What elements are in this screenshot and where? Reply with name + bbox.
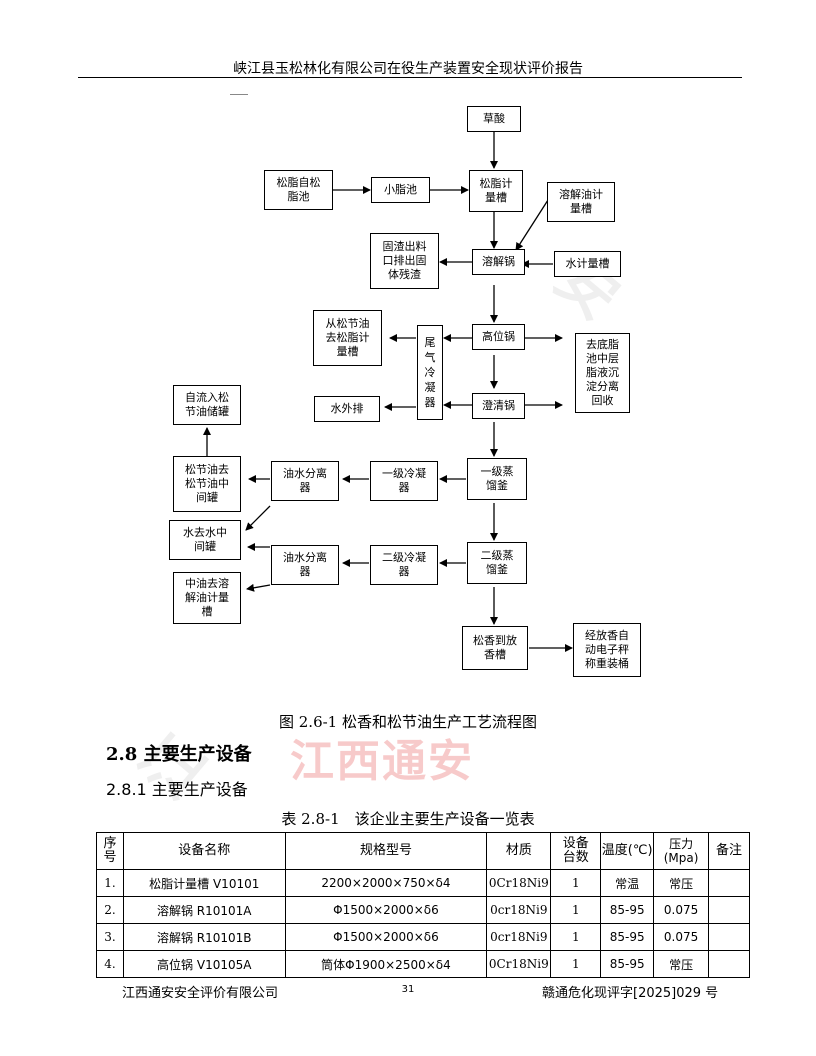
diagonal-watermark-right: 安 — [540, 241, 632, 334]
cell-spec: 2200×2000×750×δ4 — [284, 869, 488, 897]
cell-remarks — [708, 950, 750, 978]
cell-temperature: 常温 — [600, 869, 655, 897]
cell-spec: Φ1500×2000×δ6 — [284, 896, 488, 924]
node-high-pot: 高位锅 — [472, 324, 525, 350]
cell-index: 4. — [96, 950, 124, 978]
node-water-intermediate: 水去水中 间罐 — [169, 520, 241, 560]
cell-index: 2. — [96, 896, 124, 924]
cell-material: 0cr18Ni9 — [486, 896, 552, 924]
footer-page-number: 31 — [401, 984, 415, 995]
cell-material: 0cr18Ni9 — [486, 923, 552, 951]
cell-index: 3. — [96, 923, 124, 951]
cell-name: 溶解锅 R10101A — [122, 896, 286, 924]
cell-name: 高位锅 V10105A — [122, 950, 286, 978]
page-header-title: 峡江县玉松林化有限公司在役生产装置安全现状评价报告 — [233, 61, 583, 77]
node-primary-condenser: 一级冷凝 器 — [370, 461, 438, 501]
node-oxalic-acid: 草酸 — [467, 106, 521, 132]
node-clarifier: 澄清锅 — [472, 393, 525, 419]
node-rosin-tank: 松香到放 香槽 — [462, 626, 528, 670]
header-rule — [78, 77, 742, 78]
footer-company: 江西通安安全评价有限公司 — [122, 986, 279, 1001]
equipment-table: 序 号 设备名称 规格型号 材质 设备 台数 温度(℃) 压力 (Mpa) 备注… — [96, 832, 750, 978]
cell-count: 1 — [550, 950, 602, 978]
cell-remarks — [708, 923, 750, 951]
header-remarks: 备注 — [708, 832, 750, 870]
node-turpentine-intermediate: 松节油去 松节油中 间罐 — [173, 456, 241, 512]
node-solid-residue: 固渣出料 口排出固 体残渣 — [370, 233, 439, 289]
table-header-row: 序 号 设备名称 规格型号 材质 设备 台数 温度(℃) 压力 (Mpa) 备注 — [96, 832, 750, 870]
node-weighing-packing: 经放香自 动电子秤 称重装桶 — [573, 623, 641, 677]
header-count: 设备 台数 — [550, 832, 602, 870]
node-oil-water-separator-2: 油水分离 器 — [271, 545, 339, 585]
table-row: 4. 高位锅 V10105A 筒体Φ1900×2500×δ4 0Cr18Ni9 … — [96, 950, 750, 978]
cell-material: 0Cr18Ni9 — [486, 950, 552, 978]
node-secondary-still: 二级蒸 馏釜 — [467, 542, 527, 584]
cell-temperature: 85-95 — [600, 896, 655, 924]
section-heading: 2.8 主要生产设备 — [106, 744, 252, 765]
node-dissolver: 溶解锅 — [472, 249, 525, 275]
cell-name: 溶解锅 R10101B — [122, 923, 286, 951]
cell-spec: 筒体Φ1900×2500×δ4 — [284, 950, 488, 978]
cell-count: 1 — [550, 869, 602, 897]
node-small-pool: 小脂池 — [371, 177, 430, 203]
node-secondary-condenser: 二级冷凝 器 — [370, 545, 438, 585]
node-turpentine-storage: 自流入松 节油储罐 — [173, 385, 241, 425]
table-row: 1. 松脂计量槽 V10101 2200×2000×750×δ4 0Cr18Ni… — [96, 869, 750, 897]
node-medium-oil: 中油去溶 解油计量 槽 — [173, 572, 241, 624]
header-material: 材质 — [486, 832, 552, 870]
cell-pressure: 0.075 — [653, 896, 710, 924]
figure-caption: 图 2.6-1 松香和松节油生产工艺流程图 — [278, 713, 537, 731]
table-row: 2. 溶解锅 R10101A Φ1500×2000×δ6 0cr18Ni9 1 … — [96, 896, 750, 924]
cell-spec: Φ1500×2000×δ6 — [284, 923, 488, 951]
node-water-metering-tank: 水计量槽 — [554, 251, 621, 277]
header-pressure: 压力 (Mpa) — [653, 832, 710, 870]
cell-temperature: 85-95 — [600, 923, 655, 951]
cell-pressure: 常压 — [653, 950, 710, 978]
header-temperature: 温度(℃) — [600, 832, 655, 870]
cell-temperature: 85-95 — [600, 950, 655, 978]
node-oil-water-separator-1: 油水分离 器 — [271, 461, 339, 501]
footer-document-number: 赣通危化现评字[2025]029 号 — [542, 986, 719, 1001]
header-index: 序 号 — [96, 832, 124, 870]
cell-index: 1. — [96, 869, 124, 897]
node-rosin-pool: 松脂自松 脂池 — [264, 170, 333, 210]
node-turpentine-return: 从松节油 去松脂计 量槽 — [313, 310, 382, 366]
node-bottom-resin: 去底脂 池中层 脂液沉 淀分离 回收 — [575, 333, 630, 413]
cell-remarks — [708, 869, 750, 897]
node-primary-still: 一级蒸 馏釜 — [467, 458, 527, 500]
cell-name: 松脂计量槽 V10101 — [122, 869, 286, 897]
header-spec: 规格型号 — [284, 832, 488, 870]
header-name: 设备名称 — [122, 832, 286, 870]
node-water-discharge: 水外排 — [314, 396, 380, 422]
cell-material: 0Cr18Ni9 — [486, 869, 552, 897]
cell-count: 1 — [550, 896, 602, 924]
watermark: 江西通安 — [290, 736, 474, 787]
cell-remarks — [708, 896, 750, 924]
table-title: 表 2.8-1 该企业主要生产设备一览表 — [281, 810, 535, 828]
small-mark — [230, 94, 248, 95]
cell-pressure: 常压 — [653, 869, 710, 897]
cell-count: 1 — [550, 923, 602, 951]
subsection-heading: 2.8.1 主要生产设备 — [106, 780, 248, 799]
node-rosin-metering-tank: 松脂计 量槽 — [469, 170, 523, 212]
flowchart-arrows — [203, 131, 573, 652]
table-row: 3. 溶解锅 R10101B Φ1500×2000×δ6 0cr18Ni9 1 … — [96, 923, 750, 951]
node-tail-gas-condenser: 尾 气 冷 凝 器 — [417, 325, 443, 420]
node-solvent-metering-tank: 溶解油计 量槽 — [547, 182, 615, 222]
cell-pressure: 0.075 — [653, 923, 710, 951]
